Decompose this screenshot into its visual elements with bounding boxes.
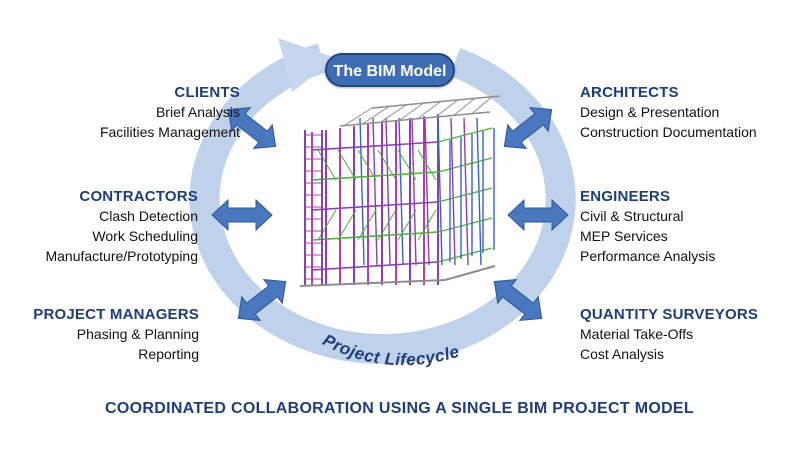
structure-member: [437, 117, 443, 266]
bim-structure-model: [299, 95, 501, 287]
footer-caption: COORDINATED COLLABORATION USING A SINGLE…: [105, 400, 694, 417]
structure-member: [397, 209, 417, 241]
group-item: Civil & Structural: [580, 208, 684, 224]
group-heading: PROJECT MANAGERS: [33, 306, 199, 323]
group-item: Clash Detection: [99, 208, 198, 224]
structure-member: [398, 103, 424, 121]
group-heading: CONTRACTORS: [79, 188, 198, 205]
double-arrow-icon: [493, 278, 543, 322]
group-item: MEP Services: [580, 228, 668, 244]
structure-member: [371, 95, 501, 109]
group-item: Work Scheduling: [92, 228, 198, 244]
group-item: Facilities Management: [99, 124, 240, 140]
lifecycle-band-edge: [189, 43, 576, 365]
group-quantity-surveyors: QUANTITY SURVEYORS Material Take-Offs Co…: [580, 305, 795, 364]
group-item: Performance Analysis: [580, 248, 716, 264]
group-heading: CLIENTS: [174, 84, 240, 101]
group-heading: ENGINEERS: [580, 188, 671, 205]
double-arrow-icon: [211, 198, 273, 232]
structure-member: [380, 104, 407, 123]
double-arrow-icon: [237, 278, 287, 322]
structure-member: [463, 117, 469, 266]
structure-member: [311, 231, 439, 241]
structure-member: [385, 117, 391, 266]
structure-member: [450, 117, 456, 266]
group-item: Reporting: [138, 346, 199, 362]
group-item: Material Take-Offs: [580, 326, 694, 342]
connector-arrows: [211, 106, 569, 322]
structure-member: [417, 149, 437, 181]
lifecycle-band: [189, 43, 576, 365]
structure-member: [311, 171, 439, 181]
group-heading: QUANTITY SURVEYORS: [580, 306, 759, 323]
double-arrow-icon: [227, 106, 277, 150]
structure-member: [444, 265, 496, 281]
group-project-managers: PROJECT MANAGERS Phasing & Planning Repo…: [0, 305, 199, 364]
bim-model-label: The BIM Model: [325, 53, 455, 87]
double-arrow-icon: [503, 106, 553, 150]
structure-member: [311, 201, 439, 211]
structure-member: [398, 117, 404, 266]
group-heading: ARCHITECTS: [580, 84, 679, 101]
structure-member: [372, 117, 378, 266]
structure-member: [311, 141, 439, 151]
structure-member: [344, 107, 373, 126]
structure-member: [434, 100, 458, 118]
structure-member: [357, 209, 377, 241]
group-item: Phasing & Planning: [76, 326, 199, 342]
structure-member: [416, 101, 441, 120]
structure-member: [437, 247, 493, 263]
structure-member: [377, 209, 397, 241]
structure-member: [337, 149, 357, 181]
group-engineers: ENGINEERS Civil & Structural MEP Service…: [580, 187, 795, 266]
group-item: Design & Presentation: [580, 104, 720, 120]
structure-member: [437, 187, 493, 203]
structure-member: [424, 117, 430, 266]
double-arrow-icon: [507, 198, 569, 232]
group-item: Manufacture/Prototyping: [45, 248, 198, 264]
structure-member: [417, 209, 437, 241]
structure-member: [339, 111, 491, 127]
lifecycle-arrowhead: [278, 38, 336, 92]
structure-member: [362, 106, 390, 124]
group-item: Cost Analysis: [580, 346, 665, 362]
group-item: Construction Documentation: [580, 124, 757, 140]
structure-member: [299, 279, 446, 287]
structure-member: [411, 117, 417, 266]
group-architects: ARCHITECTS Design & Presentation Constru…: [580, 83, 795, 142]
structure-member: [452, 98, 475, 117]
structure-member: [437, 127, 493, 143]
structure-member: [470, 97, 492, 115]
structure-member: [357, 149, 377, 181]
structure-member: [337, 209, 357, 241]
structure-member: [377, 149, 397, 181]
group-item: Brief Analysis: [155, 104, 240, 120]
group-contractors: CONTRACTORS Clash Detection Work Schedul…: [0, 187, 198, 266]
structure-member: [311, 261, 439, 271]
group-clients: CLIENTS Brief Analysis Facilities Manage…: [0, 83, 240, 142]
structure-member: [359, 117, 365, 266]
structure-member: [397, 149, 417, 181]
structure-member: [437, 217, 493, 233]
